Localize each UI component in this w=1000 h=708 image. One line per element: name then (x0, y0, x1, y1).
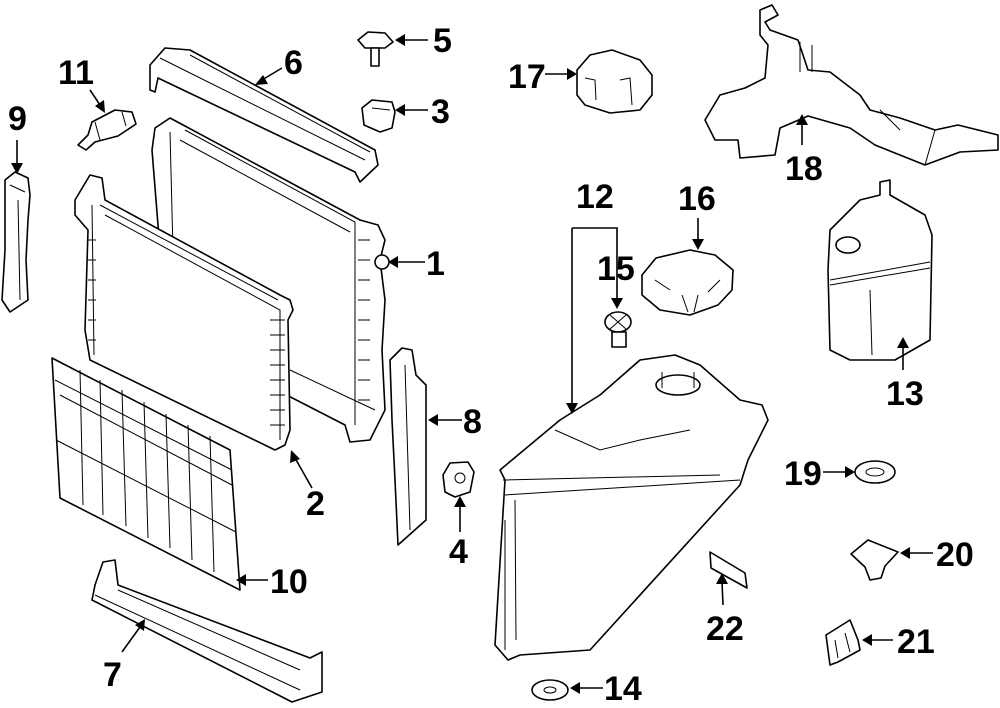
callout-15[interactable]: 15 (597, 250, 635, 288)
callout-10[interactable]: 10 (270, 563, 308, 601)
part-1-radiator[interactable] (151, 117, 390, 443)
part-10-shutter-frame[interactable] (51, 357, 241, 591)
part-8-right-seal[interactable] (389, 347, 427, 546)
part-21-retainer-clip[interactable] (825, 619, 861, 666)
part-2-condenser[interactable] (74, 174, 376, 451)
part-6-upper-cover[interactable] (149, 47, 379, 183)
callout-21[interactable]: 21 (897, 623, 935, 661)
part-19-grommet[interactable] (854, 460, 896, 484)
part-20-nut-clip[interactable] (850, 539, 899, 581)
callout-16[interactable]: 16 (678, 180, 716, 218)
callout-13[interactable]: 13 (886, 375, 924, 413)
callout-5[interactable]: 5 (433, 22, 452, 60)
callout-8[interactable]: 8 (463, 403, 482, 441)
callout-3[interactable]: 3 (431, 93, 450, 131)
part-5-push-clip[interactable] (357, 31, 394, 67)
part-16-reservoir-cap[interactable] (641, 249, 734, 316)
part-12-reservoir[interactable] (494, 354, 769, 661)
callout-7[interactable]: 7 (103, 656, 122, 694)
callout-17[interactable]: 17 (508, 58, 546, 96)
part-15-bleeder-screw[interactable] (604, 311, 632, 348)
callout-1[interactable]: 1 (426, 245, 445, 283)
part-13-expansion-tank[interactable] (827, 179, 933, 361)
callout-6[interactable]: 6 (284, 44, 303, 82)
part-3-bushing[interactable] (361, 99, 396, 133)
part-22-label-pad[interactable] (709, 551, 748, 589)
leader-lines (11, 34, 933, 694)
callout-9[interactable]: 9 (8, 100, 27, 138)
part-18-bracket[interactable] (704, 4, 999, 166)
callout-19[interactable]: 19 (784, 455, 822, 493)
callout-22[interactable]: 22 (706, 610, 744, 648)
callout-11[interactable]: 11 (58, 54, 94, 92)
callout-20[interactable]: 20 (936, 536, 974, 574)
callout-12[interactable]: 12 (576, 178, 614, 216)
callout-2[interactable]: 2 (306, 485, 325, 523)
part-9-left-seal[interactable] (1, 171, 31, 313)
part-14-grommet[interactable] (531, 679, 569, 701)
part-11-sensor[interactable] (77, 109, 137, 151)
part-17-tank-cap[interactable] (576, 49, 653, 114)
callout-4[interactable]: 4 (449, 533, 468, 571)
callout-14[interactable]: 14 (604, 670, 642, 708)
part-4-lower-mount[interactable] (442, 461, 475, 498)
part-7-lower-deflector[interactable] (91, 559, 323, 703)
callout-18[interactable]: 18 (785, 150, 823, 188)
